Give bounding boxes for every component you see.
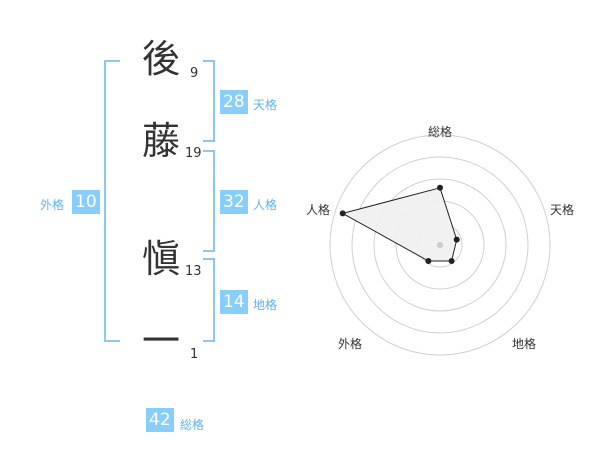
radar-axis-label-gaikaku: 外格 — [338, 337, 363, 351]
chikaku-label: 地格 — [253, 298, 278, 312]
soukaku-value: 42 — [146, 408, 174, 432]
stroke-count-4: 1 — [190, 347, 199, 362]
jinkaku-value: 32 — [220, 190, 248, 214]
gaikaku-bracket — [104, 60, 120, 342]
tenkaku-value: 28 — [220, 90, 248, 114]
radar-point-3 — [425, 258, 432, 264]
soukaku-label: 総格 — [180, 418, 205, 432]
stroke-count-1: 9 — [190, 66, 199, 81]
radar-axis-label-tenkaku: 天格 — [550, 203, 575, 217]
radar-axis-label-chikaku: 地格 — [512, 337, 537, 351]
name-char-2: 藤 — [142, 119, 181, 163]
radar-center-dot — [437, 242, 443, 248]
stroke-count-2: 19 — [185, 146, 202, 161]
name-char-3: 愼 — [142, 237, 181, 281]
name-char-1: 後 — [142, 37, 181, 81]
jinkaku-bracket — [203, 150, 215, 252]
gaikaku-value: 10 — [72, 190, 100, 214]
radar-ring-4 — [351, 156, 529, 334]
radar-ring-5 — [329, 134, 551, 356]
radar-axis-label-soukaku: 総格 — [428, 125, 453, 139]
tenkaku-label: 天格 — [253, 98, 278, 112]
radar-chart — [329, 134, 551, 356]
chikaku-value: 14 — [220, 290, 248, 314]
tenkaku-bracket — [203, 60, 215, 142]
gaikaku-label: 外格 — [40, 198, 65, 212]
stroke-count-3: 13 — [185, 264, 202, 279]
jinkaku-label: 人格 — [253, 198, 278, 212]
radar-point-1 — [453, 236, 460, 243]
radar-ring-3 — [373, 178, 507, 312]
radar-point-0 — [437, 184, 443, 191]
radar-points — [339, 184, 460, 264]
radar-point-2 — [448, 258, 455, 264]
chikaku-bracket — [203, 258, 215, 342]
radar-area — [341, 187, 458, 262]
name-char-4: 一 — [142, 319, 181, 363]
radar-axis-label-jinkaku: 人格 — [306, 203, 331, 217]
radar-point-4 — [339, 210, 346, 217]
